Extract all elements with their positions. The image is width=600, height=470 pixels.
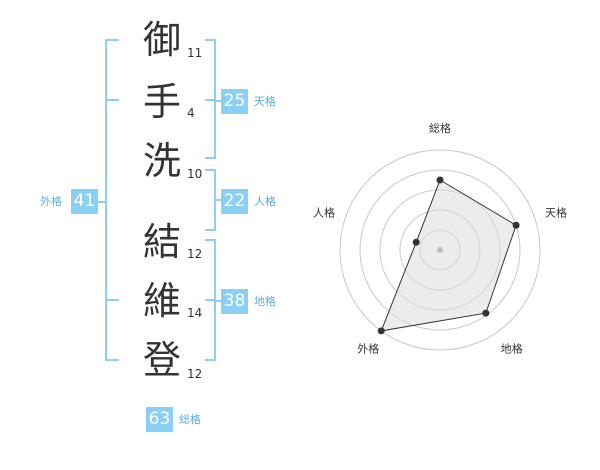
chikaku-badge: 38 (221, 289, 248, 314)
jinkaku-badge: 22 (221, 189, 248, 214)
radar-axis-label-4: 外格 (357, 342, 379, 356)
tenkaku-badge: 25 (221, 89, 248, 114)
name-char-6: 登 (142, 338, 181, 382)
name-char-3: 洗 (142, 139, 181, 183)
gaikaku-label: 外格 (40, 195, 62, 208)
jinkaku-bracket (205, 169, 216, 231)
gaikaku-badge: 41 (71, 189, 98, 214)
radar-ring (339, 149, 541, 351)
radar-center (437, 247, 443, 253)
chikaku-label: 地格 (254, 295, 276, 308)
soukaku-badge: 63 (146, 407, 173, 432)
gaikaku-bracket (105, 39, 119, 361)
name-char-4: 結 (142, 220, 181, 264)
radar-point-3 (482, 309, 490, 317)
radar-point-1 (436, 176, 444, 184)
stroke-count-3: 10 (187, 167, 203, 181)
radar-ring (359, 169, 521, 331)
stroke-count-4: 12 (187, 247, 203, 261)
radar-point-4 (377, 327, 385, 335)
soukaku-label: 総格 (179, 413, 201, 426)
name-char-1: 御 (142, 18, 181, 62)
radar-axis-label-5: 人格 (313, 205, 335, 219)
name-char-2: 手 (142, 80, 181, 124)
radar-axis-label-3: 地格 (501, 342, 523, 356)
stroke-count-2: 4 (187, 106, 195, 120)
jinkaku-label: 人格 (254, 195, 276, 208)
radar-axis-label-1: 総格 (429, 121, 451, 135)
tenkaku-label: 天格 (254, 95, 276, 108)
stroke-count-5: 14 (187, 306, 203, 320)
radar-axis-label-2: 天格 (545, 205, 567, 219)
stroke-count-1: 11 (187, 46, 203, 60)
stroke-count-6: 12 (187, 367, 203, 381)
radar-point-5 (412, 238, 420, 246)
radar-point-2 (512, 221, 520, 229)
name-char-5: 維 (142, 279, 181, 323)
radar-polygon (380, 179, 517, 332)
